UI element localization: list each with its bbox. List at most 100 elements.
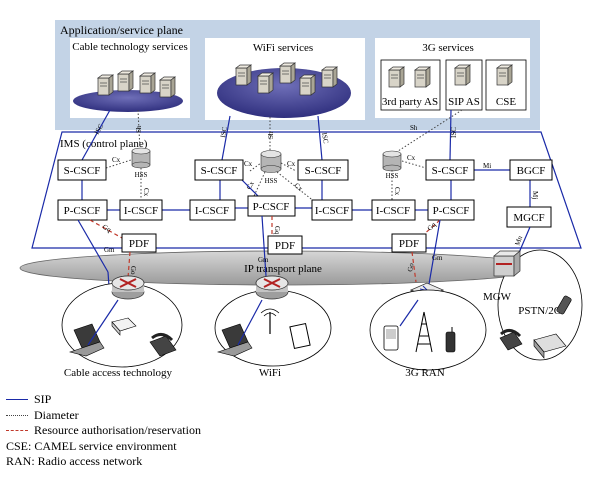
bgcf-label: BGCF	[517, 165, 546, 177]
gq-label: Gq	[273, 226, 281, 235]
wifi-antenna-icon	[260, 308, 280, 334]
g3-services-label: 3G services	[422, 42, 474, 54]
i-cscf-label: I-CSCF	[376, 205, 410, 217]
cx-label: Cx	[112, 156, 121, 164]
hss-database-icon	[260, 150, 282, 173]
wifi-server-icon	[257, 72, 274, 94]
pdf-label: PDF	[399, 238, 419, 250]
mgw-label: MGW	[483, 291, 512, 303]
cx-label: Cx	[293, 181, 305, 193]
ims-plane-label: IMS (control plane)	[60, 138, 148, 150]
pdf-3g-box	[391, 233, 427, 253]
sh-label: Sh	[410, 124, 418, 132]
telephone-icon	[499, 329, 523, 351]
pdf-label: PDF	[129, 238, 149, 250]
bgcf-box	[509, 159, 553, 181]
isc-label: ISC	[320, 132, 330, 144]
p-cscf-3g-box	[427, 199, 475, 221]
gm-label: Gm	[258, 256, 269, 264]
fax-machine-icon	[533, 333, 567, 359]
pstn-label: PSTN/2G	[518, 305, 561, 317]
cse-server-icon	[496, 64, 513, 86]
wifi-access-label: WiFi	[259, 367, 281, 379]
cx-label: Cx	[244, 160, 253, 168]
mi-label: Mi	[483, 162, 491, 170]
hss-database-icon	[382, 150, 402, 172]
cx-label: Cx	[407, 154, 416, 162]
pdf-cable-box	[121, 233, 157, 253]
sip-as-server-icon	[454, 64, 471, 86]
gq-label: Gq	[101, 223, 113, 234]
cse-label: CSE	[496, 96, 516, 108]
wifi-server-icon	[299, 74, 316, 96]
laptop-icon	[216, 323, 253, 357]
s-cscf-wifi2-box	[297, 159, 349, 181]
cable-services-label: Cable technology services	[72, 41, 187, 53]
i-cscf-label: I-CSCF	[124, 205, 158, 217]
mj-label: Mj	[531, 191, 539, 199]
p-cscf-label: P-CSCF	[253, 201, 290, 213]
cable-services-cloud	[73, 90, 183, 112]
wifi-server-icon	[321, 66, 338, 88]
hss-label: HSS	[265, 177, 278, 185]
go-label: Go	[129, 266, 137, 275]
i-cscf-label: I-CSCF	[195, 205, 229, 217]
laptop-icon	[68, 323, 105, 357]
cx-label: Cx	[287, 160, 296, 168]
cable-access-label: Cable access technology	[64, 367, 173, 379]
gm-label: Gm	[104, 246, 115, 254]
cell-tower-icon	[415, 311, 433, 353]
s-cscf-label: S-CSCF	[432, 165, 469, 177]
diameter-line-swatch	[6, 414, 28, 416]
wifi-services-label: WiFi services	[253, 42, 313, 54]
mobile-phone-icon	[556, 295, 572, 315]
isc-label: ISC	[219, 126, 229, 138]
hss-label: HSS	[386, 172, 399, 180]
pdf-wifi-box	[267, 235, 303, 255]
legend-ran-definition: RAN: Radio access network	[6, 454, 143, 469]
cx-label: Cx	[142, 188, 150, 197]
tablet-icon	[289, 322, 311, 350]
legend-cse-definition: CSE: CAMEL service environment	[6, 438, 177, 453]
sh-label: Sh	[135, 125, 143, 133]
legend-sip: SIP	[6, 392, 201, 408]
i-cscf-wifi-box	[189, 199, 236, 221]
i-cscf-label: I-CSCF	[315, 205, 349, 217]
legend-diameter: Diameter	[6, 408, 201, 424]
s-cscf-cable-box	[57, 159, 107, 181]
s-cscf-label: S-CSCF	[201, 165, 238, 177]
cx-label: Cx	[245, 179, 256, 191]
third-party-server-icon	[388, 66, 405, 88]
sip-as-label: SIP AS	[448, 96, 480, 108]
i-cscf-cable-box	[119, 199, 163, 221]
mn-label: Mn	[513, 234, 524, 246]
ims-control-plane-outline	[31, 131, 582, 249]
mgcf-box	[506, 206, 552, 228]
p-cscf-label: P-CSCF	[433, 205, 470, 217]
cable-server-icon	[97, 74, 114, 96]
legend-resource: Resource authorisation/reservation	[6, 423, 201, 439]
i-cscf-3g-box	[371, 199, 416, 221]
application-plane-label: Application/service plane	[60, 23, 183, 37]
cable-server-icon	[139, 72, 156, 94]
telephone-icon	[149, 333, 177, 357]
gm-label: Gm	[432, 254, 443, 262]
pstn-area	[497, 249, 583, 361]
legend: SIP Diameter Resource authorisation/rese…	[6, 392, 201, 470]
s-cscf-3g-box	[425, 159, 475, 181]
s-cscf-wifi-box	[194, 159, 244, 181]
cable-server-icon	[117, 70, 134, 92]
hss-database-icon	[131, 147, 151, 169]
p-cscf-cable-box	[57, 199, 108, 221]
p-cscf-label: P-CSCF	[64, 205, 101, 217]
wifi-server-icon	[235, 64, 252, 86]
mgcf-label: MGCF	[513, 212, 544, 224]
modem-icon	[111, 317, 137, 336]
sip-line-swatch	[6, 399, 28, 401]
pda-icon	[383, 325, 399, 351]
cx-label: Cx	[393, 187, 401, 196]
resource-line-swatch	[6, 430, 28, 432]
go-label: Go	[406, 262, 415, 272]
mobile-phone-icon	[445, 327, 456, 353]
